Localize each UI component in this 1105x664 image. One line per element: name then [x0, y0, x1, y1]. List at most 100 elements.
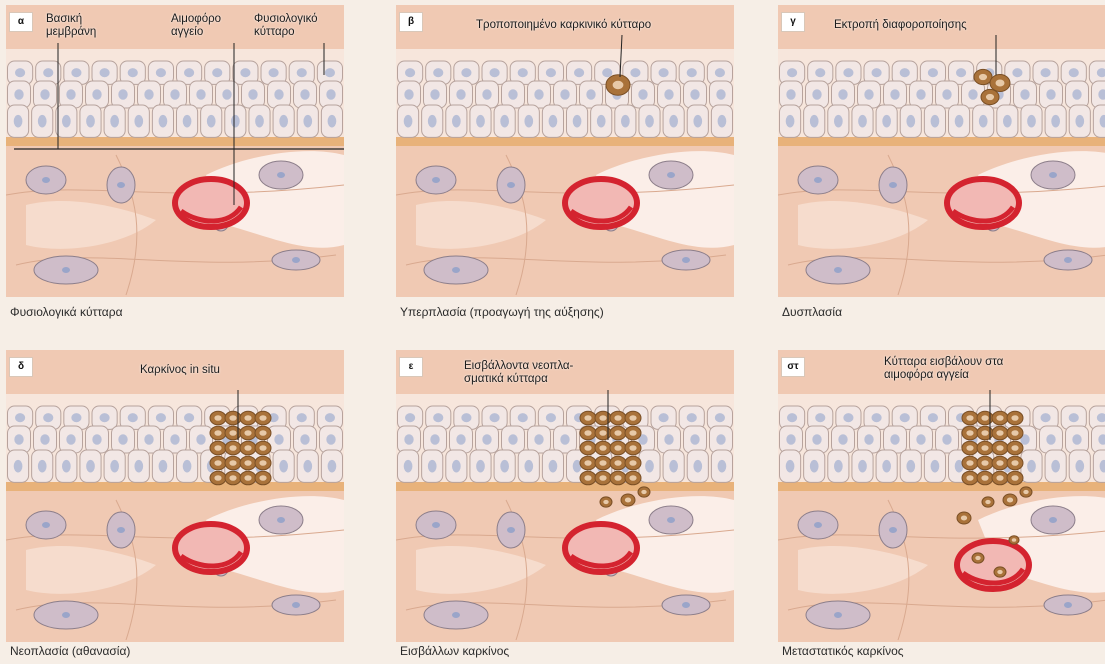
- cancer-nucleus: [259, 415, 266, 421]
- stroma-nucleus: [1049, 517, 1057, 523]
- cell-nucleus: [900, 68, 910, 77]
- stroma-nucleus: [277, 517, 285, 523]
- cell-nucleus: [40, 434, 49, 445]
- cancer-nucleus: [996, 80, 1005, 87]
- panel-dysplasia: γ Εκτροπή διαφοροποίησης Δυσπλασία: [778, 5, 1105, 297]
- cell-nucleus: [979, 115, 988, 128]
- cell-nucleus: [482, 89, 491, 100]
- cell-nucleus: [560, 89, 569, 100]
- cell-nucleus: [1069, 68, 1079, 77]
- cell-nucleus: [906, 460, 915, 473]
- cell-nucleus: [428, 460, 437, 473]
- stroma-nucleus: [814, 177, 822, 183]
- basal-membrane-band: [396, 137, 734, 146]
- cell-nucleus: [297, 68, 307, 77]
- cancer-nucleus: [599, 430, 606, 436]
- cell-nucleus: [931, 460, 940, 473]
- cell-nucleus: [630, 68, 640, 77]
- cell-nucleus: [62, 115, 71, 128]
- cell-nucleus: [815, 68, 825, 77]
- cancer-nucleus: [214, 415, 221, 421]
- cell-nucleus: [92, 434, 101, 445]
- cell-nucleus: [834, 115, 843, 128]
- cell-nucleus: [212, 68, 222, 77]
- cell-nucleus: [43, 413, 53, 422]
- cell-nucleus: [325, 68, 335, 77]
- cancer-nucleus: [614, 445, 621, 451]
- cell-nucleus: [183, 115, 192, 128]
- cancer-nucleus: [214, 460, 221, 466]
- label-cells-invade-vessels: Κύτταρα εισβάλουν στα αιμοφόρα αγγεία: [884, 356, 1003, 382]
- cell-nucleus: [297, 413, 307, 422]
- cancer-nucleus: [229, 475, 236, 481]
- cell-nucleus: [43, 68, 53, 77]
- cell-nucleus: [1051, 115, 1060, 128]
- cancer-nucleus: [629, 445, 636, 451]
- cell-nucleus: [269, 68, 279, 77]
- panel-letter-badge: δ: [10, 358, 32, 376]
- cell-nucleus: [693, 115, 702, 128]
- cell-nucleus: [916, 434, 925, 445]
- stroma-nucleus: [814, 522, 822, 528]
- cell-nucleus: [1041, 413, 1051, 422]
- cell-nucleus: [812, 434, 821, 445]
- cell-nucleus: [786, 89, 795, 100]
- cell-nucleus: [890, 434, 899, 445]
- cell-nucleus: [815, 413, 825, 422]
- basal-membrane-band: [396, 482, 734, 491]
- cell-nucleus: [524, 115, 533, 128]
- cancer-nucleus: [985, 500, 990, 504]
- cell-nucleus: [38, 460, 47, 473]
- cell-nucleus: [118, 434, 127, 445]
- cell-nucleus: [1012, 68, 1022, 77]
- cell-nucleus: [328, 115, 337, 128]
- cell-nucleus: [687, 68, 697, 77]
- cell-nucleus: [669, 115, 678, 128]
- stroma-nucleus: [889, 527, 897, 533]
- cell-nucleus: [110, 115, 119, 128]
- cancer-nucleus: [603, 500, 608, 504]
- cancer-nucleus: [259, 445, 266, 451]
- panel-caption: Υπερπλασία (προαγωγή της αύξησης): [400, 305, 604, 319]
- cell-nucleus: [560, 434, 569, 445]
- cell-nucleus: [602, 68, 612, 77]
- cell-nucleus: [693, 460, 702, 473]
- cell-nucleus: [500, 460, 509, 473]
- cell-nucleus: [196, 89, 205, 100]
- cancer-nucleus: [614, 460, 621, 466]
- panel-caption: Μεταστατικός καρκίνος: [782, 644, 904, 658]
- tissue-illustration-e: [396, 350, 734, 642]
- tissue-illustration-c: [778, 5, 1105, 297]
- stroma-nucleus: [1064, 257, 1072, 263]
- cell-nucleus: [274, 434, 283, 445]
- cancer-nucleus: [629, 415, 636, 421]
- cell-nucleus: [128, 413, 138, 422]
- cell-nucleus: [621, 115, 630, 128]
- cell-nucleus: [518, 413, 528, 422]
- cell-nucleus: [184, 413, 194, 422]
- label-normal-cell: Φυσιολογικό κύτταρο: [254, 13, 318, 39]
- cancer-nucleus: [966, 430, 973, 436]
- cell-nucleus: [326, 89, 335, 100]
- cell-nucleus: [159, 115, 168, 128]
- stroma-nucleus: [117, 182, 125, 188]
- cancer-nucleus: [629, 430, 636, 436]
- cell-nucleus: [574, 68, 584, 77]
- cell-nucleus: [156, 68, 166, 77]
- cancer-nucleus: [641, 490, 646, 494]
- cancer-nucleus: [244, 475, 251, 481]
- cancer-nucleus: [981, 445, 988, 451]
- cell-nucleus: [1075, 460, 1084, 473]
- cancer-nucleus: [996, 445, 1003, 451]
- cancer-nucleus: [981, 415, 988, 421]
- cell-nucleus: [882, 115, 891, 128]
- cell-nucleus: [248, 89, 257, 100]
- panel-caption: Φυσιολογικά κύτταρα: [10, 305, 123, 319]
- cancer-nucleus: [1011, 460, 1018, 466]
- cancer-nucleus: [966, 445, 973, 451]
- stroma-nucleus: [42, 177, 50, 183]
- cancer-nucleus: [966, 415, 973, 421]
- cell-nucleus: [518, 68, 528, 77]
- cell-nucleus: [669, 460, 678, 473]
- cell-nucleus: [118, 89, 127, 100]
